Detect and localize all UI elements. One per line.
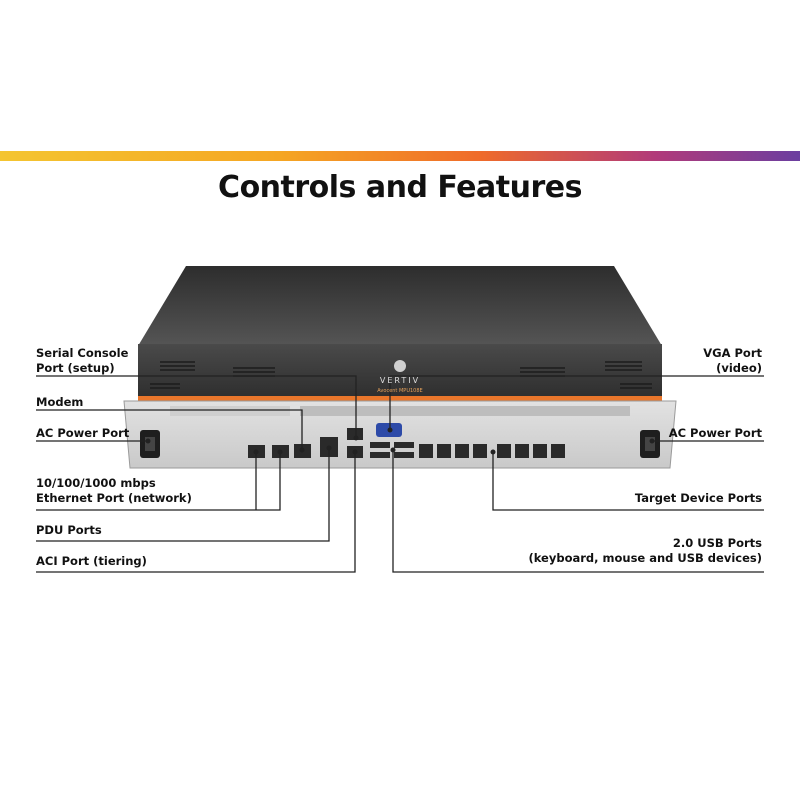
target-device-ports [419,444,565,458]
brand-logo-text: VERTIV [379,376,421,385]
callout-dots [145,427,655,455]
gradient-stripe [0,151,800,161]
modem-port [347,428,363,440]
vents [150,361,652,389]
chassis-top [138,266,662,346]
label-aci: ACI Port (tiering) [36,554,147,568]
label-usb: 2.0 USB Ports(keyboard, mouse and USB de… [528,536,762,565]
model-text: Avocent MPU108E [377,388,423,394]
label-vga: VGA Port(video) [703,346,762,375]
page-title: Controls and Features [218,170,582,205]
usb-ports [370,442,414,458]
label-pdu: PDU Ports [36,523,102,537]
label-ac-power-right: AC Power Port [668,426,762,440]
callout-lines [36,375,764,573]
orange-trim [138,396,662,401]
label-target-ports: Target Device Ports [634,491,762,505]
label-modem: Modem [36,395,84,409]
vertiv-logo-mark [394,360,406,372]
label-ac-power-left: AC Power Port [36,426,130,440]
